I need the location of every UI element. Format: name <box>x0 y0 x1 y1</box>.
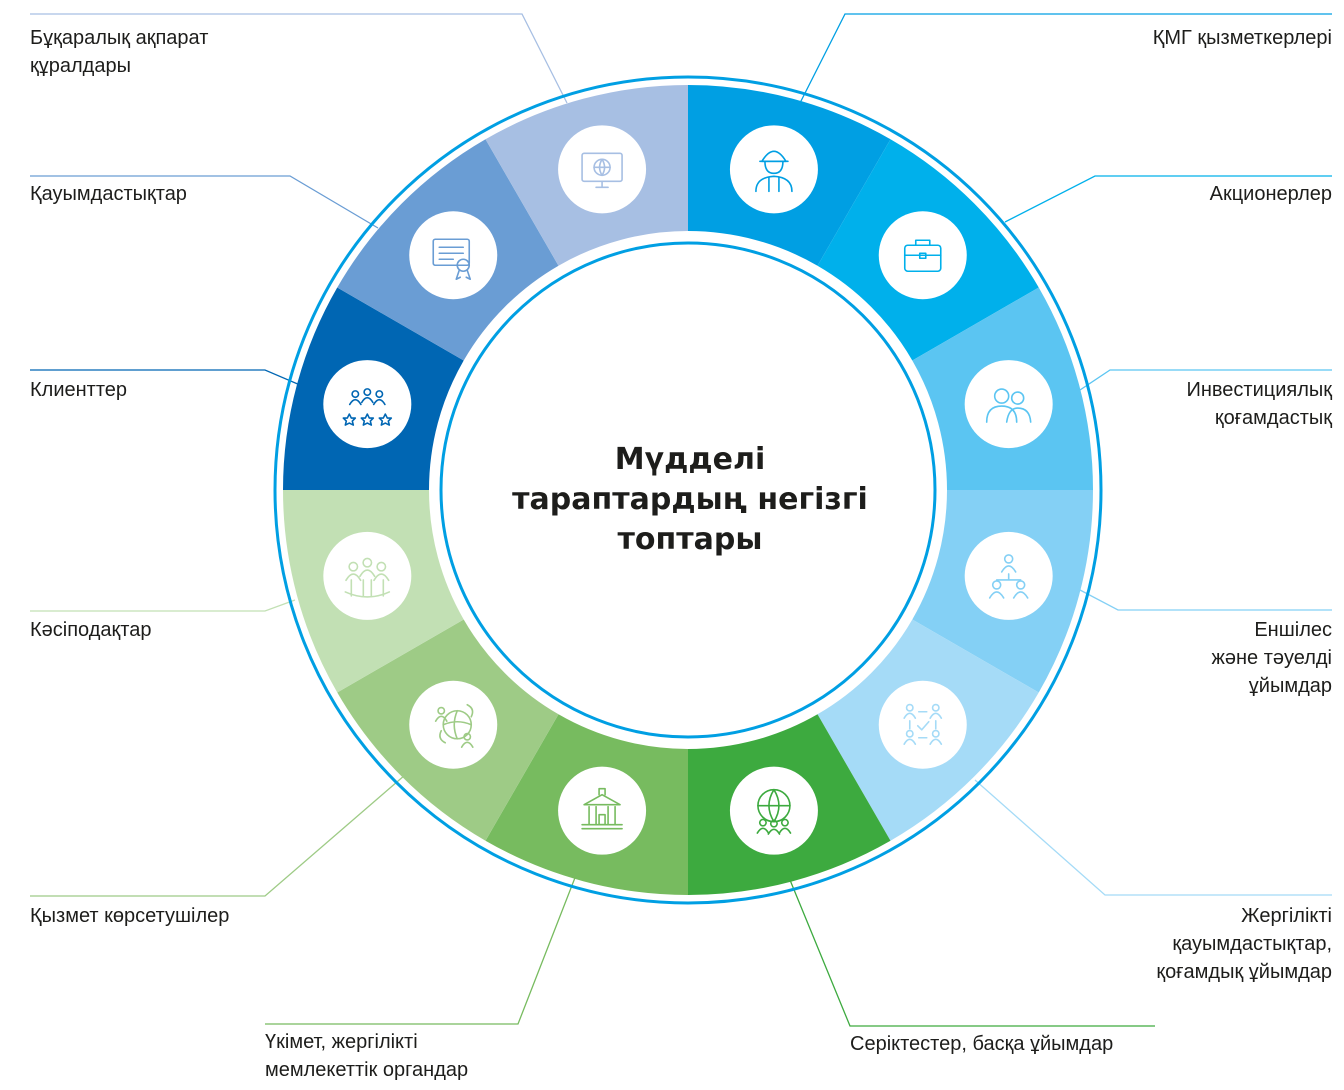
label-mass-media: Бұқаралық ақпарат құралдары <box>30 27 209 77</box>
leader-line-12 <box>30 13 568 104</box>
globe-partners-icon <box>729 766 818 855</box>
label-kmg-employees: ҚМГ қызметкерлері <box>1152 27 1332 49</box>
segment-icons <box>323 125 1053 855</box>
clients-rating-icon <box>323 360 412 449</box>
leader-line-4 <box>1079 589 1332 611</box>
community-network-icon <box>878 680 967 769</box>
leader-line-10 <box>30 369 301 386</box>
leader-line-9 <box>30 599 296 612</box>
leader-line-3 <box>1079 369 1332 391</box>
label-local-communities: Жергілікті қауымдастықтар, қоғамдық ұйым… <box>1156 905 1332 983</box>
leader-line-11 <box>30 175 379 229</box>
label-government: Үкімет, жергілікті мемлекеттік органдар <box>265 1031 469 1081</box>
briefcase-icon <box>878 211 967 300</box>
leader-lines <box>30 13 1332 1027</box>
label-service-providers: Қызмет көрсетушілер <box>30 905 230 927</box>
leader-line-5 <box>974 779 1332 896</box>
leader-line-8 <box>30 774 406 897</box>
leader-line-7 <box>265 869 579 1025</box>
org-structure-icon <box>964 531 1053 620</box>
leader-line-1 <box>799 13 1332 104</box>
government-building-icon <box>558 766 647 855</box>
outer-ring-border <box>273 75 1103 905</box>
label-investment-community: Инвестициялық қоғамдастық <box>1186 379 1332 429</box>
inner-ring-border <box>439 241 937 739</box>
label-shareholders: Акционерлер <box>1209 183 1332 205</box>
leader-line-6 <box>789 879 1155 1027</box>
trade-unions-icon <box>323 531 412 620</box>
worker-helmet-icon <box>729 125 818 214</box>
certificate-icon <box>409 211 498 300</box>
label-clients: Клиенттер <box>30 379 128 401</box>
label-trade-unions: Кәсіподақтар <box>30 619 152 641</box>
inner-ring-white-band <box>431 233 945 747</box>
diagram-title: Мүдделі тараптардың негізгі топтары <box>512 442 868 557</box>
media-monitor-icon <box>558 125 647 214</box>
label-associations: Қауымдастықтар <box>30 183 187 205</box>
label-partners: Серіктестер, басқа ұйымдар <box>850 1033 1114 1055</box>
leader-line-2 <box>1004 175 1332 223</box>
investors-icon <box>964 360 1053 449</box>
label-subsidiaries: Еншілес және тәуелді ұйымдар <box>1211 619 1332 697</box>
service-providers-icon <box>409 680 498 769</box>
